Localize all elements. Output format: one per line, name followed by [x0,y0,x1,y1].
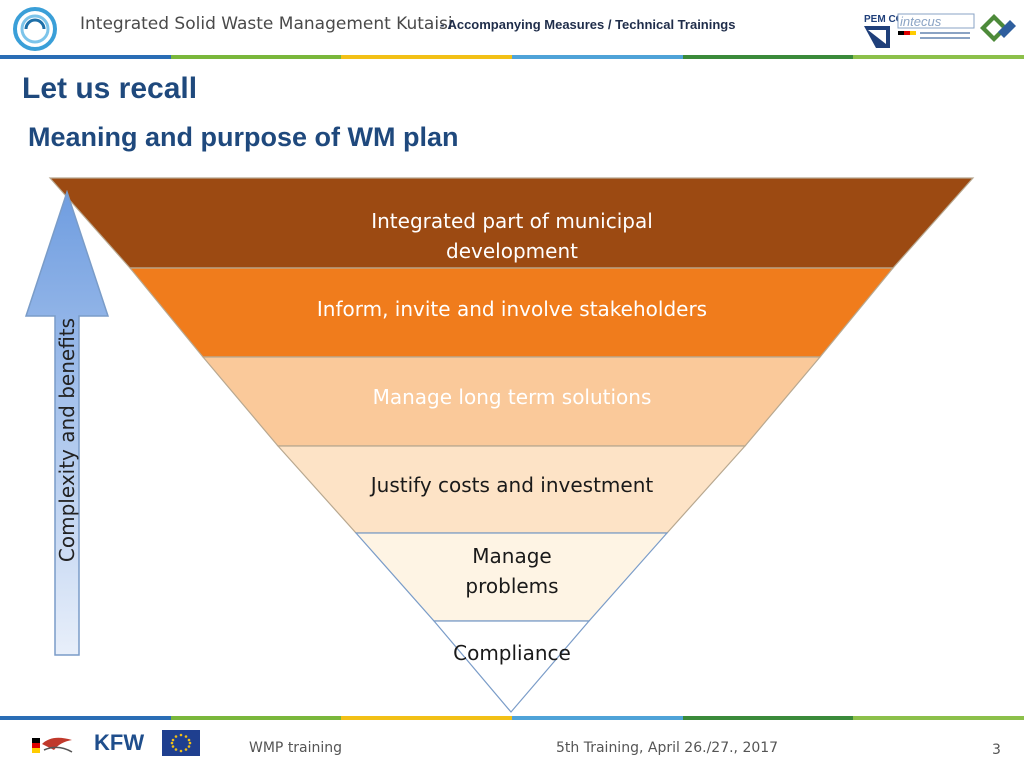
page-number: 3 [992,742,1001,758]
intecus-logo-text: intecus [900,14,942,29]
pyramid-label-5b: problems [465,574,559,598]
breadcrumb: - Accompanying Measures / Technical Trai… [440,17,736,32]
pyramid-label-3: Manage long term solutions [372,385,652,409]
project-title: Integrated Solid Waste Management Kutais… [80,14,453,34]
pyramid-level-6 [432,620,591,713]
header-color-stripe [0,55,1024,59]
slide-footer: KFW WMP training 5th Training, April 26.… [0,720,1024,768]
footer-color-stripe [0,716,1024,720]
pyramid-label-1: Integrated part of municipal development [371,209,653,263]
slide-title: Let us recall [22,72,198,105]
slide-subtitle: Meaning and purpose of WM plan [28,122,459,152]
partner-logos-icon: PEM CONSULT intecus [862,10,1016,48]
pyramid-label-2: Inform, invite and involve stakeholders [316,297,708,321]
pyramid-label-5a: Manage [472,544,552,568]
arrow-label: Complexity and benefits [55,317,79,563]
project-logo-icon [13,7,57,51]
pyramid-label-4: Justify costs and investment [370,473,654,497]
pyramid-label-6: Compliance [453,641,571,665]
footer-left-text: WMP training [249,740,343,756]
giz-logo-icon [32,737,73,753]
footer-center-text: 5th Training, April 26./27., 2017 [556,740,779,756]
kfw-logo: KFW [94,730,145,755]
slide-header: Integrated Solid Waste Management Kutais… [0,0,1024,58]
up-arrow-icon [24,190,110,656]
eu-flag-icon [162,730,200,756]
